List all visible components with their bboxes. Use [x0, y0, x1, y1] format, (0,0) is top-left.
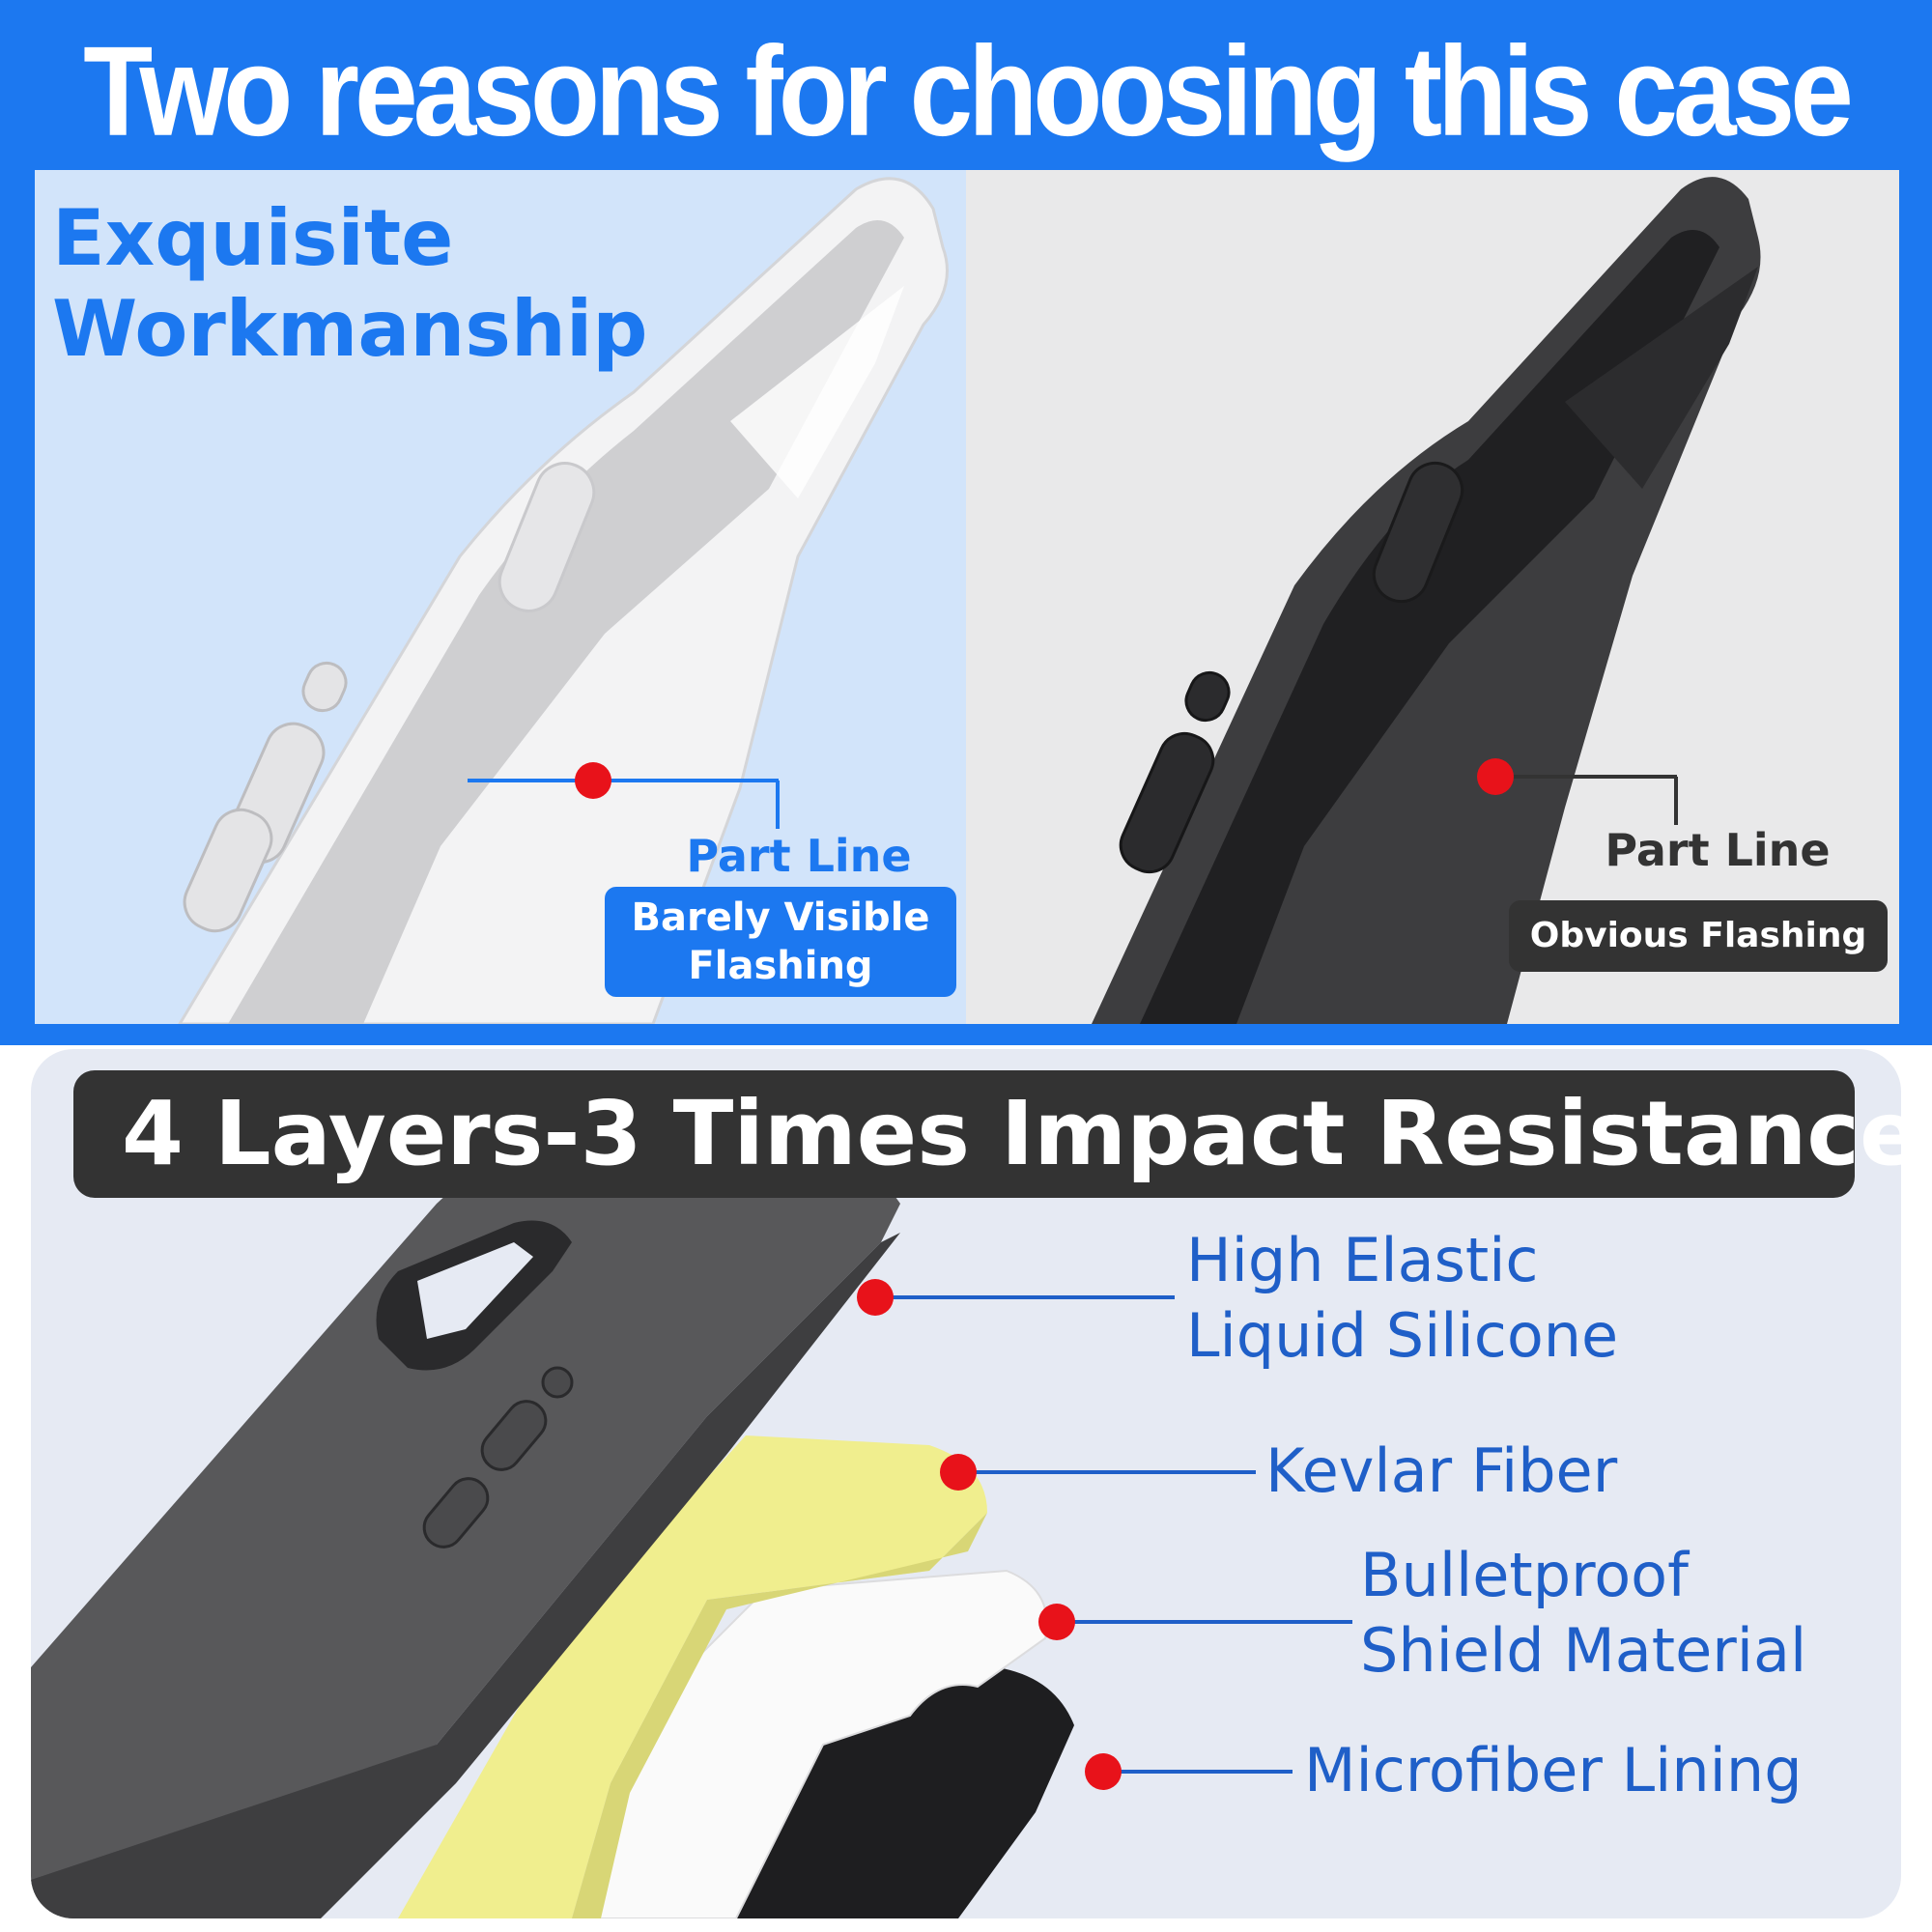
white-case-illustration — [178, 177, 949, 1024]
layered-case-illustration — [31, 1175, 1352, 1918]
layers-section: 4 Layers-3 Times Impact Resistance High … — [31, 1049, 1901, 1918]
layers-banner: 4 Layers-3 Times Impact Resistance — [73, 1070, 1901, 1198]
black-case-illustration — [1092, 177, 1761, 1024]
silicone-marker — [857, 1279, 894, 1316]
left-panel-white-case: Exquisite Workmanship Part Line Barely V… — [35, 170, 966, 1024]
label-line: Microfiber Lining — [1304, 1735, 1803, 1805]
label-line: Shield Material — [1360, 1615, 1807, 1686]
badge-line-1: Barely Visible — [631, 895, 930, 940]
exquisite-workmanship-title: Exquisite Workmanship — [52, 193, 748, 375]
label-line: High Elastic — [1186, 1225, 1539, 1295]
right-panel-black-case: Part Line Obvious Flashing — [966, 170, 1899, 1024]
label-liquid-silicone: High Elastic Liquid Silicone — [1186, 1223, 1618, 1374]
part-line-marker — [1477, 758, 1514, 795]
part-line-label-left: Part Line — [686, 830, 912, 882]
part-line-label-right: Part Line — [1605, 824, 1831, 876]
microfiber-marker — [1085, 1753, 1122, 1790]
headline: Two reasons for choosing this case — [83, 20, 1854, 163]
comparison-section: Two reasons for choosing this case Exqui… — [0, 0, 1932, 1045]
shield-marker — [1038, 1604, 1075, 1640]
badge-line-2: Flashing — [688, 944, 873, 988]
label-bulletproof-shield: Bulletproof Shield Material — [1360, 1538, 1806, 1689]
label-kevlar-fiber: Kevlar Fiber — [1265, 1434, 1617, 1509]
barely-visible-flashing-badge: Barely Visible Flashing — [605, 887, 956, 997]
label-line: Bulletproof — [1360, 1540, 1689, 1610]
label-microfiber-lining: Microfiber Lining — [1304, 1733, 1803, 1808]
shield-layer — [570, 1569, 1048, 1918]
title-line-2: Workmanship — [52, 284, 648, 374]
label-line: Liquid Silicone — [1186, 1300, 1619, 1371]
part-line-marker — [575, 762, 611, 799]
silicone-shell — [31, 1175, 900, 1918]
kevlar-layer — [398, 1435, 987, 1918]
title-line-1: Exquisite — [52, 193, 454, 283]
obvious-flashing-badge: Obvious Flashing — [1509, 900, 1888, 972]
label-line: Kevlar Fiber — [1265, 1435, 1618, 1506]
kevlar-marker — [940, 1454, 977, 1491]
